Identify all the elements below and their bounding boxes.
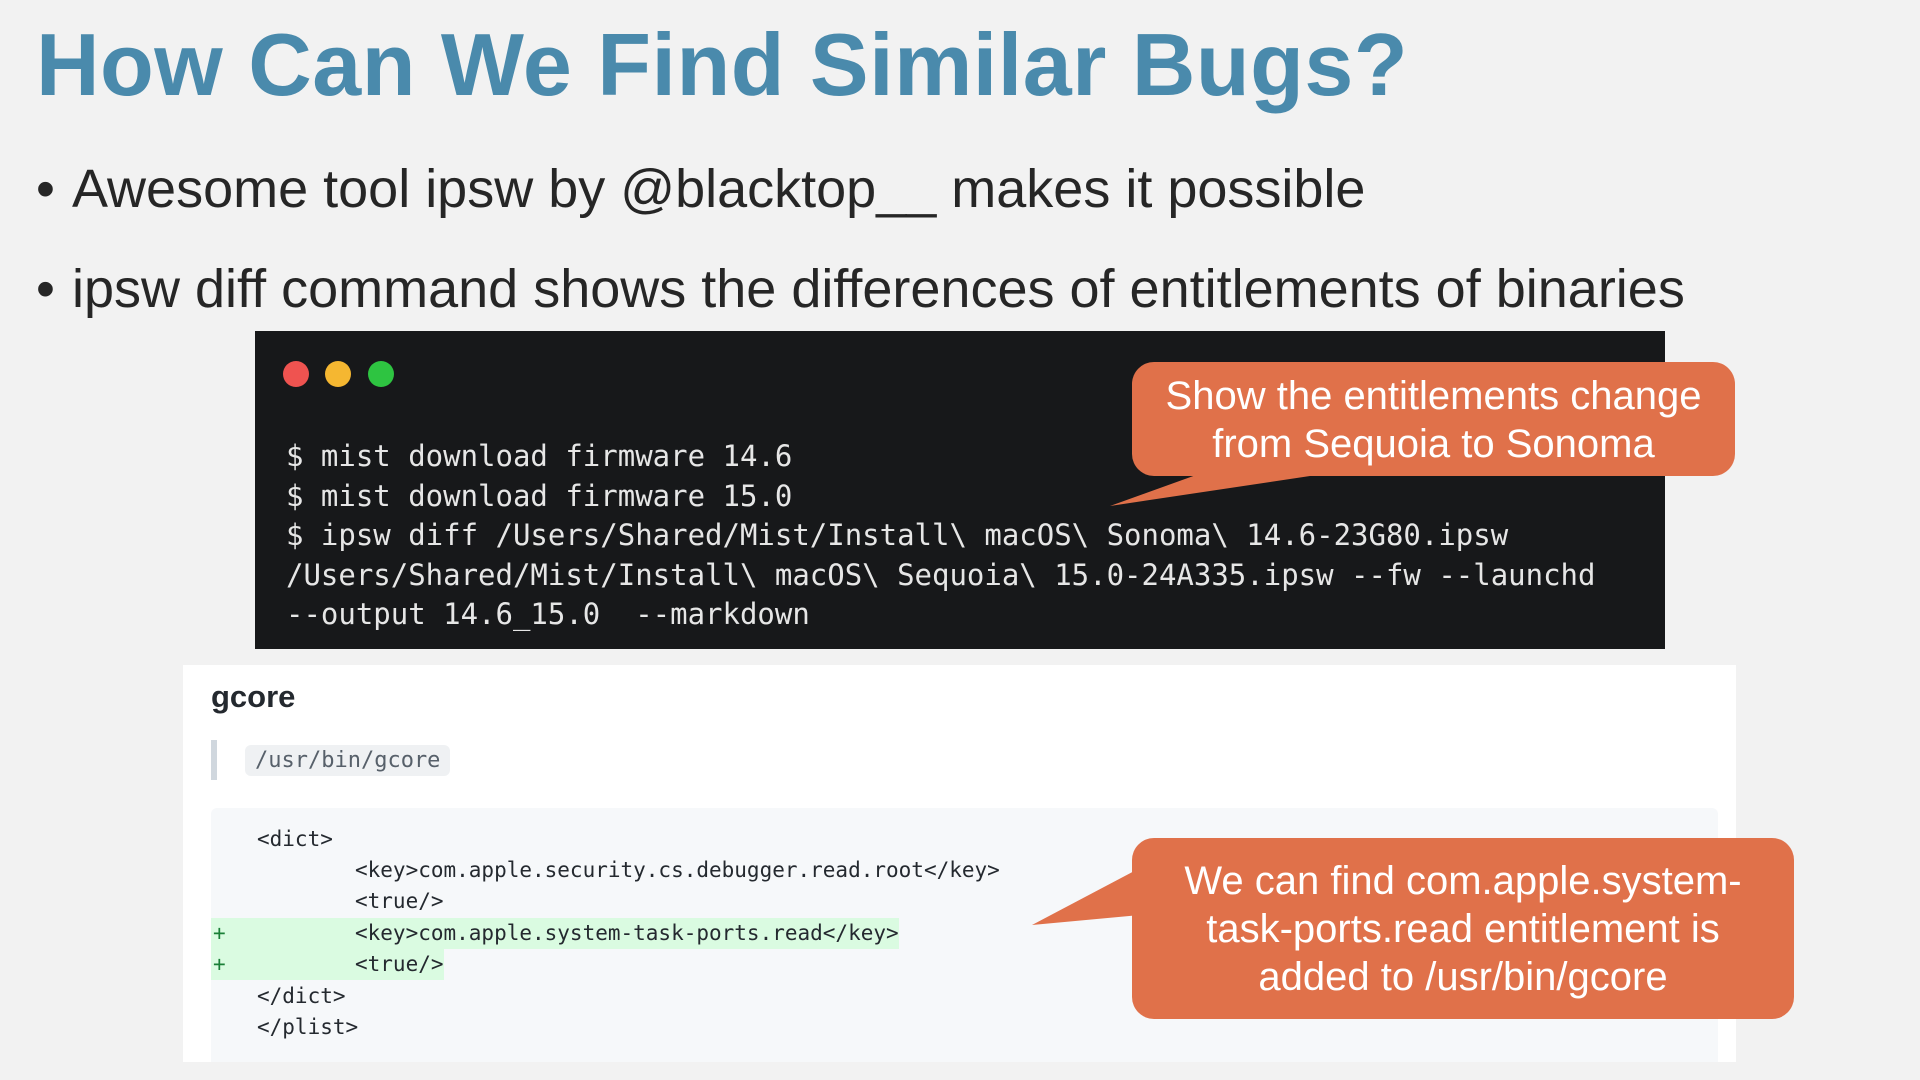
diff-line: <true/> xyxy=(211,886,444,917)
diff-heading: gcore xyxy=(211,679,296,714)
diff-line: </dict> xyxy=(211,981,346,1012)
diff-line-text: <true/> xyxy=(355,889,444,913)
bullet-glyph: • xyxy=(36,259,55,319)
callout-top-pointer xyxy=(1110,470,1350,506)
diff-line-text: <key>com.apple.security.cs.debugger.read… xyxy=(355,858,1000,882)
window-maximize-icon xyxy=(368,361,394,387)
diff-line-text: <dict> xyxy=(257,827,333,851)
diff-panel: gcore /usr/bin/gcore <dict> <key>com.app… xyxy=(183,665,1736,1062)
diff-line-added: + <true/> xyxy=(211,949,444,980)
binary-path: /usr/bin/gcore xyxy=(245,745,451,776)
callout-line: We can find com.apple.system- xyxy=(1184,859,1742,903)
diff-code-block: <dict> <key>com.apple.security.cs.debugg… xyxy=(211,808,1718,1062)
bullet-item-ipsw-tool: • Awesome tool ipsw by @blacktop__ makes … xyxy=(36,158,1365,220)
diff-line: <key>com.apple.security.cs.debugger.read… xyxy=(211,855,1000,886)
callout-entitlements-change: Show the entitlements change from Sequoi… xyxy=(1132,362,1735,476)
window-minimize-icon xyxy=(325,361,351,387)
diff-line-text: </dict> xyxy=(257,984,346,1008)
bullet-text: Awesome tool ipsw by @blacktop__ makes i… xyxy=(72,159,1366,219)
diff-line-text: <true/> xyxy=(355,952,444,976)
terminal-output: $ mist download firmware 14.6 $ mist dow… xyxy=(286,437,1595,635)
diff-line: </plist> xyxy=(211,1012,358,1043)
diff-line-text: </plist> xyxy=(257,1015,359,1039)
diff-line: <dict> xyxy=(211,824,333,855)
callout-bottom-pointer xyxy=(1032,868,1140,925)
bullet-text: ipsw diff command shows the differences … xyxy=(72,259,1685,319)
terminal-line: $ ipsw diff /Users/Shared/Mist/Install\ … xyxy=(286,518,1509,552)
slide-title: How Can We Find Similar Bugs? xyxy=(36,15,1409,114)
terminal-line: $ mist download firmware 14.6 xyxy=(286,439,793,473)
window-close-icon xyxy=(283,361,309,387)
bullet-glyph: • xyxy=(36,159,55,219)
diff-marker: + xyxy=(213,952,226,976)
diff-marker: + xyxy=(213,921,226,945)
callout-line: from Sequoia to Sonoma xyxy=(1212,422,1655,466)
terminal-line: /Users/Shared/Mist/Install\ macOS\ Sequo… xyxy=(286,557,1596,592)
diff-line-text: <key>com.apple.system-task-ports.read</k… xyxy=(355,921,899,945)
bullet-item-ipsw-diff: • ipsw diff command shows the differences… xyxy=(36,258,1685,320)
callout-line: task-ports.read entitlement is xyxy=(1206,907,1720,951)
terminal-line: $ mist download firmware 15.0 xyxy=(286,478,793,513)
callout-entitlement-added: We can find com.apple.system- task-ports… xyxy=(1132,838,1794,1019)
terminal-line: --output 14.6_15.0 --markdown xyxy=(286,597,810,631)
callout-line: added to /usr/bin/gcore xyxy=(1258,955,1668,999)
blockquote-bar xyxy=(211,740,217,780)
diff-line-added: + <key>com.apple.system-task-ports.read</… xyxy=(211,918,899,949)
callout-line: Show the entitlements change xyxy=(1165,374,1702,418)
